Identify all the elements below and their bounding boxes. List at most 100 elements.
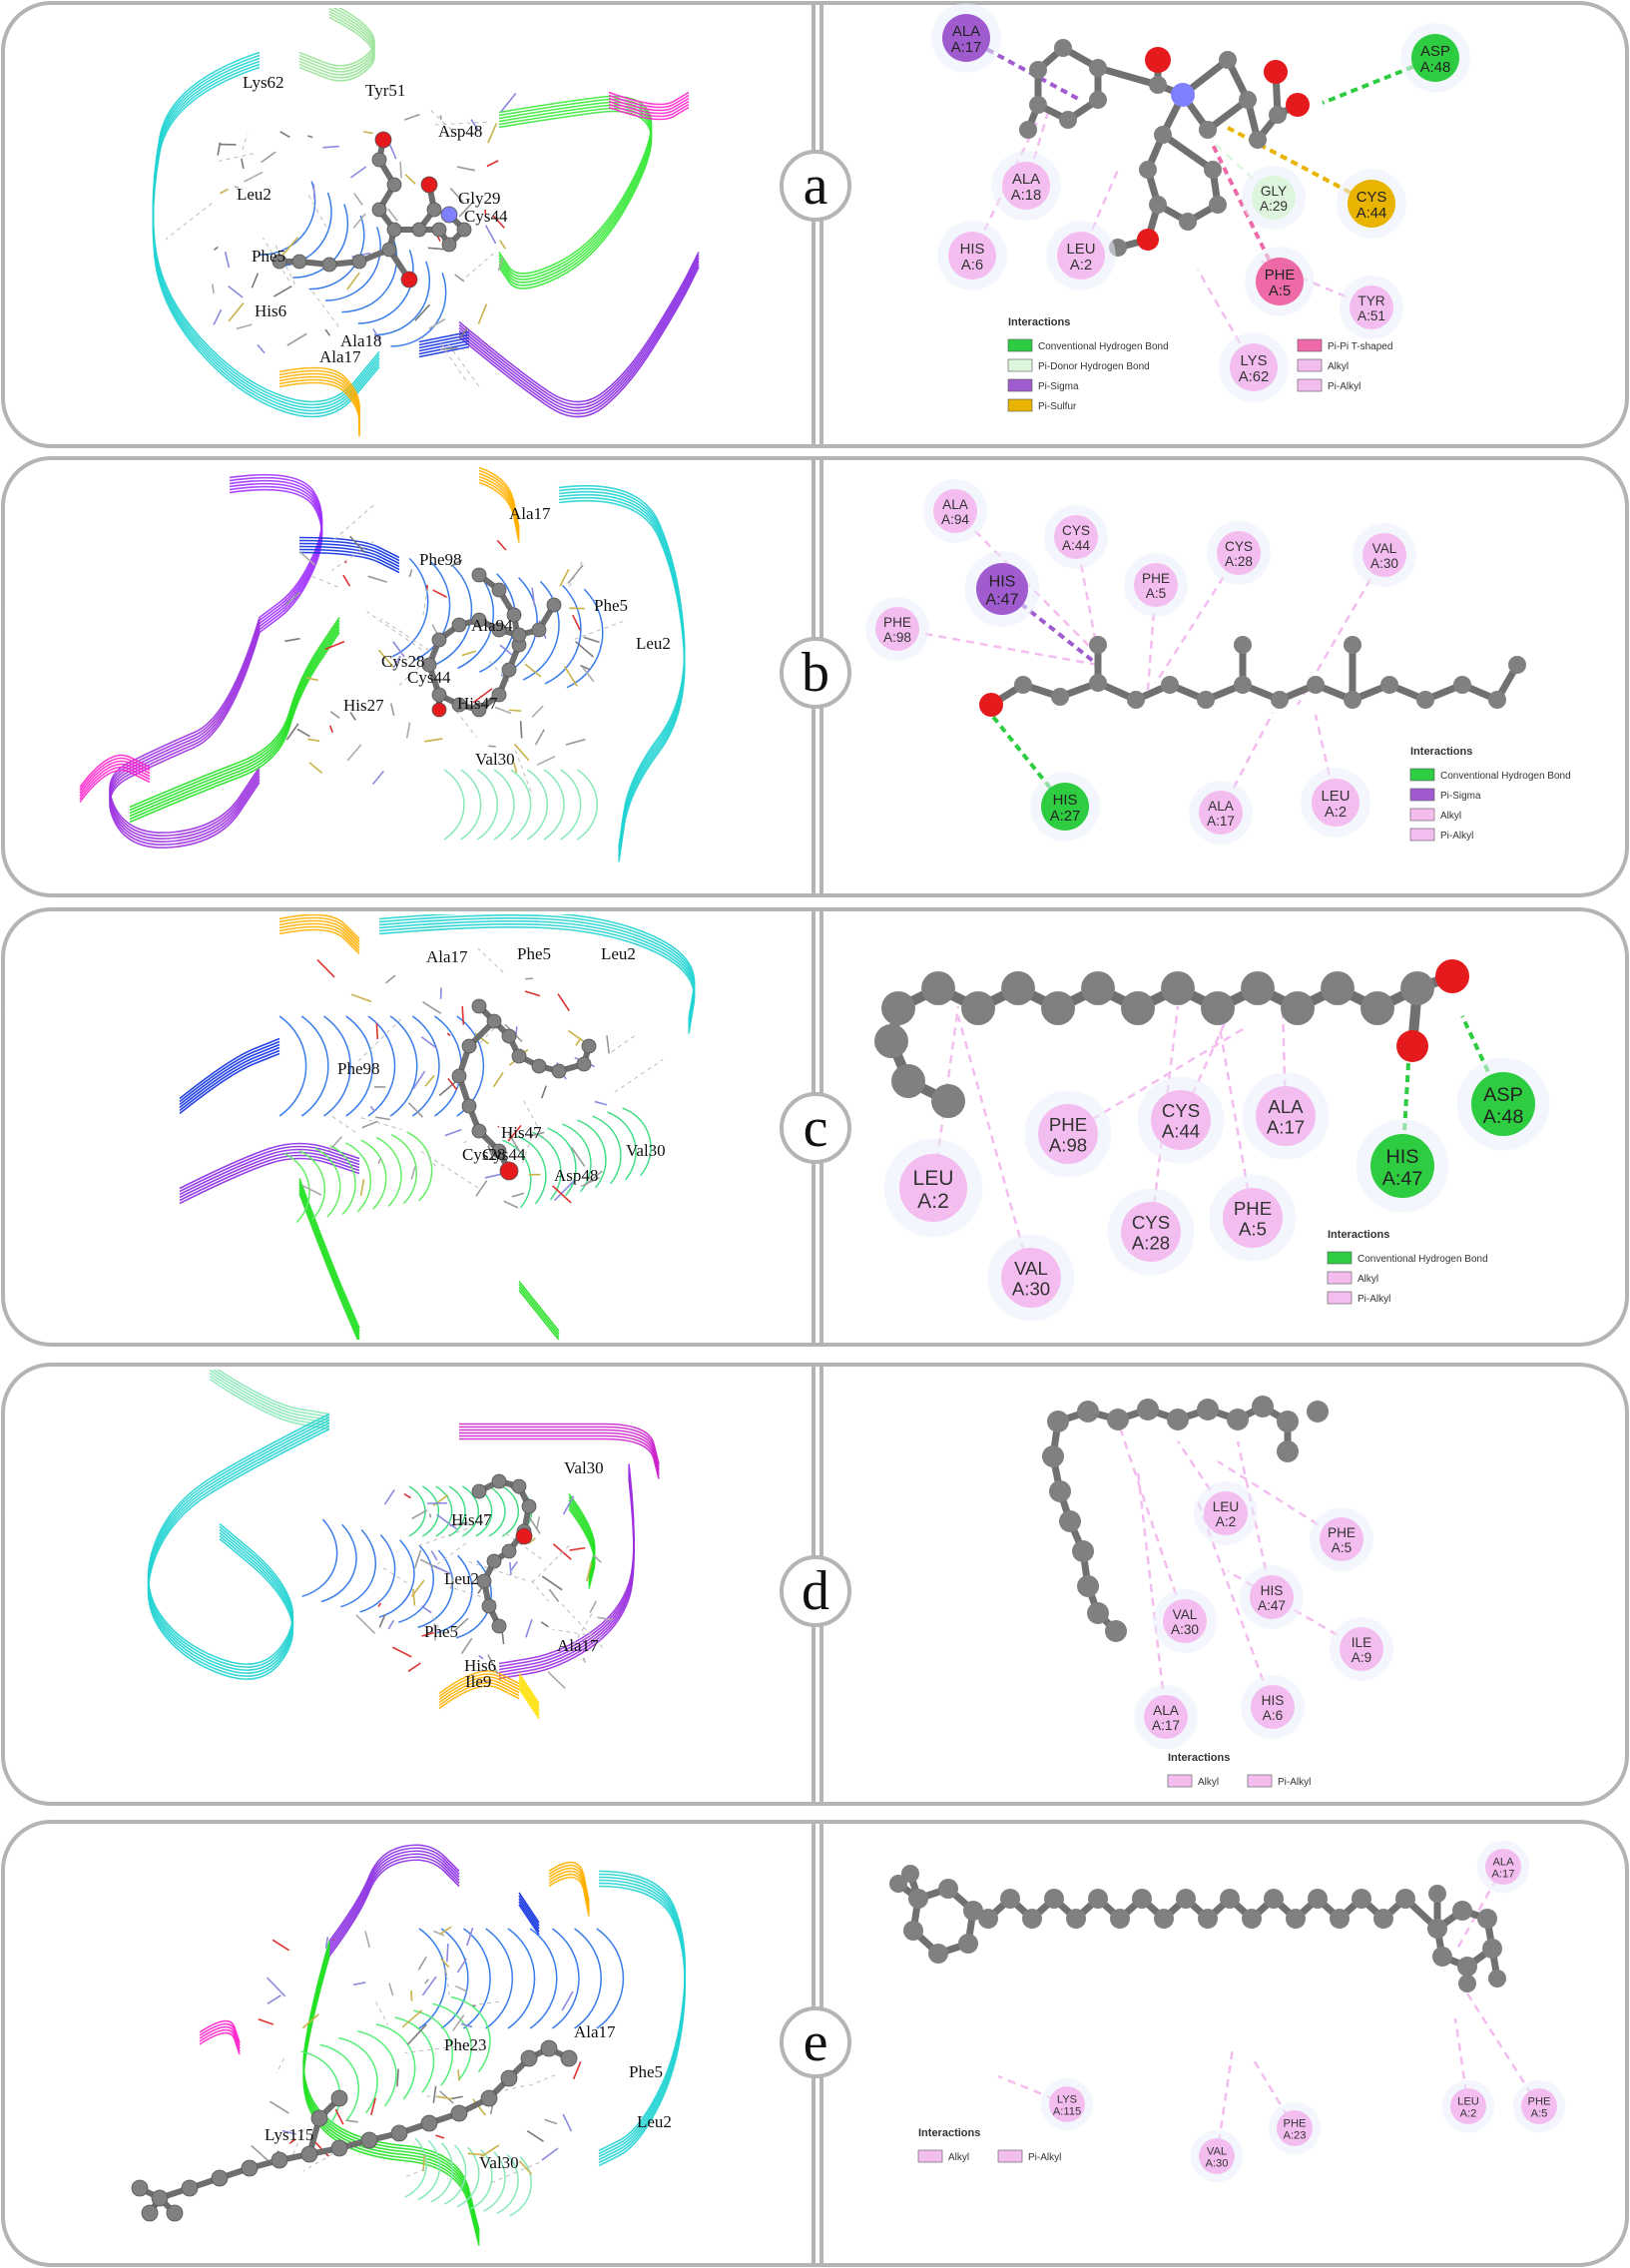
residue-label-3d: Phe98 — [419, 550, 462, 569]
legend-label: Alkyl — [948, 2152, 969, 2163]
residue-name: ALA — [942, 497, 969, 512]
legend-label: Conventional Hydrogen Bond — [1358, 1254, 1488, 1265]
residue-disc — [1199, 2138, 1235, 2174]
legend-swatch — [1297, 378, 1323, 392]
legend-item: Conventional Hydrogen Bond — [1007, 338, 1169, 352]
legend-item: Conventional Hydrogen Bond — [1327, 1251, 1488, 1265]
residue-label-3d: Cys28 — [381, 652, 424, 671]
view-2d: PHEA:98CYSA:44ALAA:17ASPA:48LEUA:2HISA:4… — [874, 959, 1550, 1322]
interaction-line — [1116, 1420, 1187, 1622]
legend-label: Pi-Alkyl — [1028, 2152, 1061, 2163]
residue-label-3d: Ala17 — [426, 947, 468, 966]
residue-bubbles: LEUA:2PHEA:5HISA:47VALA:30ILEA:9ALAA:17H… — [1134, 1481, 1393, 1749]
residue-name: CYS — [1357, 190, 1387, 206]
residue-disc — [1057, 232, 1105, 280]
residue-number: A:5 — [1531, 2108, 1548, 2120]
legend-swatch — [1007, 398, 1033, 412]
residue-number: A:5 — [1269, 284, 1291, 299]
residue-label-3d: His6 — [255, 301, 286, 320]
legend-item: Alkyl — [1297, 358, 1349, 372]
view-2d: LEUA:2PHEA:5HISA:47VALA:30ILEA:9ALAA:17H… — [1042, 1396, 1393, 1788]
residue-number: A:17 — [1492, 1869, 1515, 1881]
residue-label-3d: Leu2 — [637, 2112, 672, 2131]
legend-item: Pi-Donor Hydrogen Bond — [1007, 358, 1150, 372]
legend-swatch — [1167, 1774, 1193, 1788]
residue-disc — [1370, 1134, 1434, 1198]
residue-disc — [1521, 2088, 1557, 2124]
residue-label-3d: Cys44 — [464, 207, 508, 226]
interaction-line — [956, 1015, 1033, 1279]
residue-label-3d: Ile9 — [465, 1672, 491, 1691]
residue-disc — [1054, 515, 1098, 559]
residue-label-3d: Phe23 — [444, 2035, 487, 2054]
residue-name: LEU — [1067, 242, 1096, 258]
residue-name: TYR — [1358, 293, 1384, 308]
residue-number: A:98 — [1049, 1135, 1087, 1156]
residue-number: A:30 — [1370, 556, 1398, 571]
residue-number: A:30 — [1206, 2158, 1229, 2170]
legend-title: Interactions — [918, 2127, 980, 2139]
residue-label-3d: Leu2 — [636, 634, 671, 653]
coil-cyan — [152, 51, 380, 418]
coil-yellow — [518, 1673, 540, 1719]
legend-swatch — [1007, 358, 1033, 372]
residue-name: HIS — [1262, 1693, 1285, 1708]
legend-swatch — [1409, 808, 1435, 822]
residue-name: LEU — [912, 1167, 953, 1190]
residue-disc — [1256, 258, 1304, 305]
residue-label-3d: Phe5 — [517, 944, 551, 963]
residue-disc — [1411, 34, 1459, 82]
coil-blue — [179, 1037, 280, 1115]
ligand-3d — [451, 998, 597, 1181]
residue-disc — [1471, 1072, 1535, 1136]
residue-label-3d: Asp48 — [554, 1166, 598, 1185]
residue-label-3d: Ala94 — [471, 616, 513, 635]
coil-magenta — [458, 1422, 660, 1479]
residue-label-3d: Leu2 — [444, 1569, 479, 1588]
ligand-3d — [421, 567, 562, 718]
residue-disc — [875, 607, 919, 651]
helix-green-light — [283, 1131, 433, 1224]
residue-name: CYS — [1132, 1212, 1170, 1233]
panel-letter-badge: e — [780, 2006, 851, 2078]
residue-label-3d: Phe5 — [252, 247, 285, 266]
residue-name: LEU — [1213, 1499, 1240, 1514]
residue-bubbles: ALAA:94CYSA:44HISA:47PHEA:5CYSA:28VALA:3… — [865, 479, 1416, 845]
coil-orange — [478, 466, 520, 543]
view-2d: ALAA:94CYSA:44HISA:47PHEA:5CYSA:28VALA:3… — [865, 479, 1571, 845]
residue-number: A:17 — [1152, 1718, 1180, 1733]
legend-title: Interactions — [1328, 1229, 1389, 1241]
residue-name: CYS — [1162, 1100, 1200, 1121]
coil-blue — [298, 536, 400, 574]
residue-disc — [1250, 1575, 1294, 1619]
coil-green-2 — [518, 1281, 560, 1340]
residue-label-3d: His47 — [457, 694, 498, 713]
legend-swatch — [917, 2149, 943, 2163]
residue-name: HIS — [989, 573, 1016, 591]
legend-item: Pi-Alkyl — [1409, 828, 1473, 842]
residue-disc — [1049, 2086, 1085, 2122]
ligand-2d — [1019, 39, 1310, 257]
interaction-line — [1154, 552, 1241, 684]
coil-blue — [518, 1892, 540, 1936]
residue-number: A:5 — [1146, 586, 1166, 601]
